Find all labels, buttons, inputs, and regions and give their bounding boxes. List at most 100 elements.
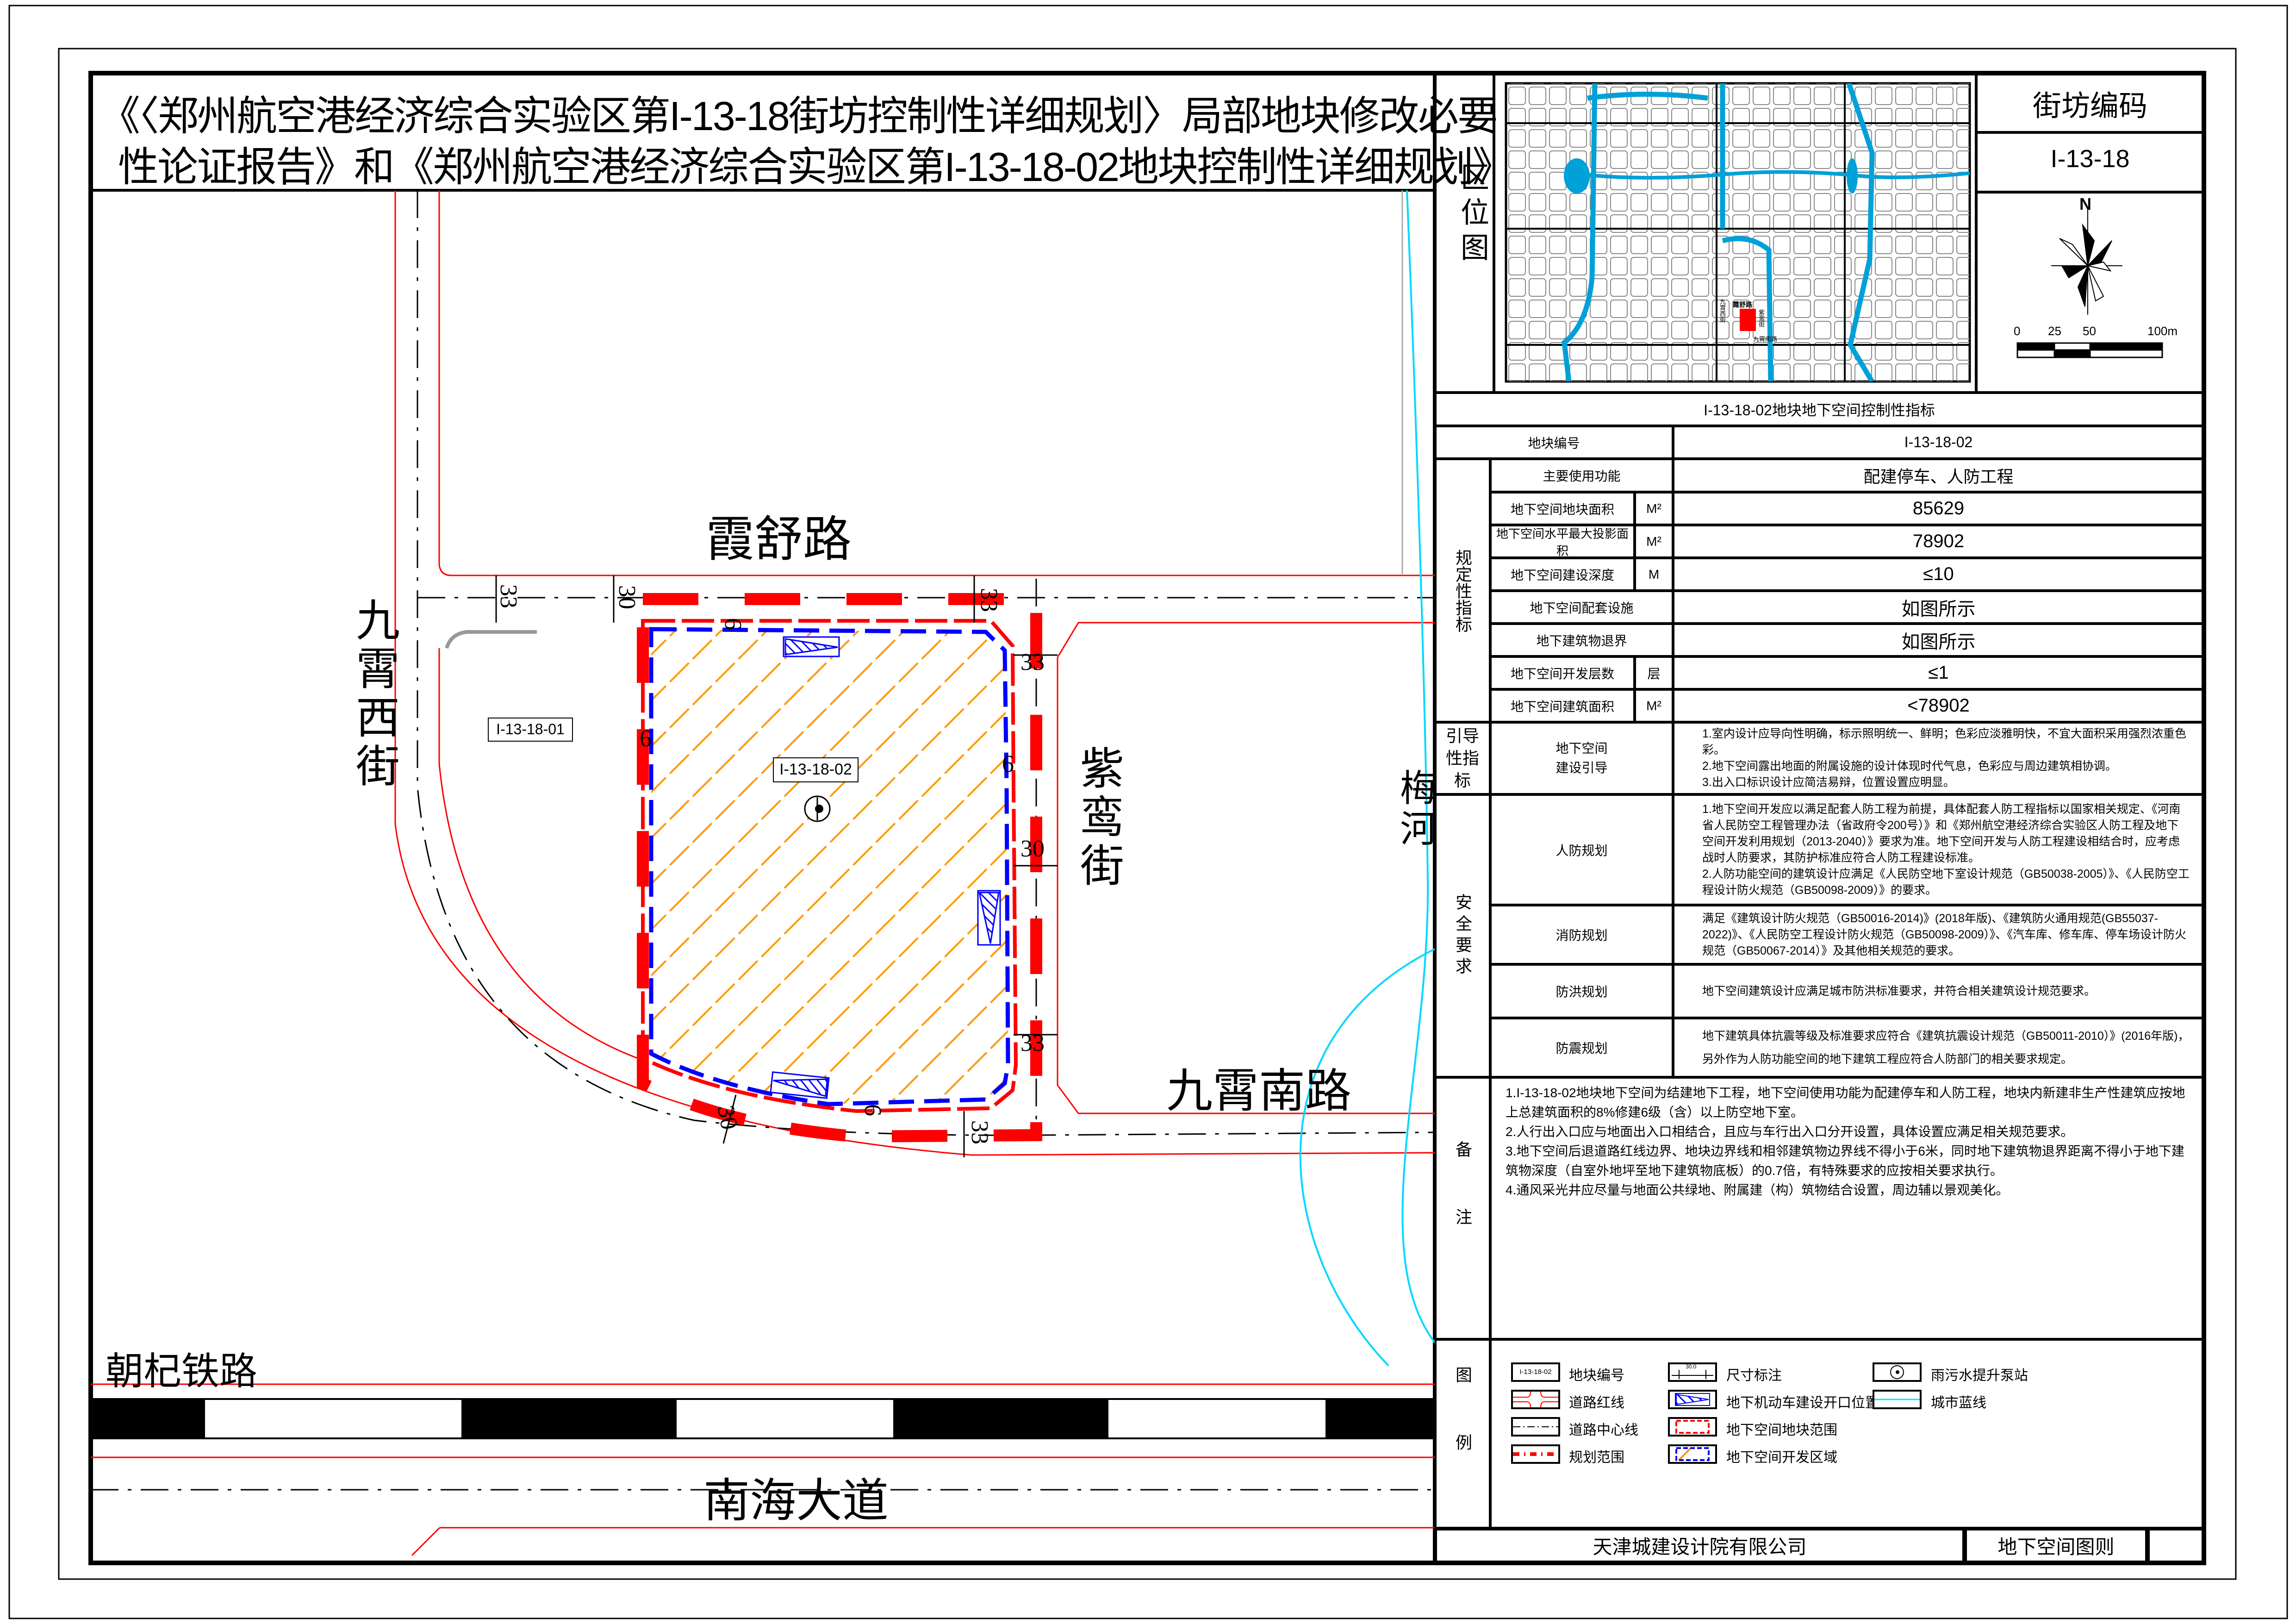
loc-road-xiashu: 霞舒路 (1733, 301, 1752, 308)
main-frame (88, 71, 2206, 1565)
scale-label: 100m (2147, 324, 2178, 338)
outer-border (8, 5, 2288, 1619)
legend-blue-line-icon (1873, 1390, 1922, 1409)
row-value-area: 85629 (1673, 492, 2204, 525)
pump-station-icon (804, 795, 831, 822)
block-code-value: I-13-18 (2050, 145, 2130, 173)
road-red-lines (91, 190, 1435, 1556)
row-value-floors: ≤1 (1673, 656, 2204, 689)
scale-label: 0 (2014, 324, 2021, 338)
safety-label-flood: 防洪规划 (1490, 964, 1673, 1018)
road-label-nanhai: 南海大道 (703, 1475, 889, 1527)
legend-red-line-icon (1511, 1390, 1560, 1409)
scale-bar (2016, 342, 2163, 358)
road-label-jiuxiao-west: 九霄西街 (349, 597, 398, 792)
legend-area (1490, 1339, 2204, 1528)
parcel-label-main: I-13-18-02 (773, 757, 859, 782)
scale-label: 50 (2083, 324, 2096, 338)
row-label-projection: 地下空间水平最大投影面积 (1490, 525, 1635, 558)
legend-plan-range-icon (1511, 1444, 1560, 1464)
block-code-label: 街坊编码 (2032, 90, 2147, 122)
dimension-label: 6 (1002, 751, 1014, 777)
dimension-label: 33 (966, 1120, 993, 1144)
dimension-label: 33 (1020, 649, 1045, 675)
safety-label-fire: 消防规划 (1490, 905, 1673, 964)
title-line-2: 性论证报告》和《郑州航空港经济综合实验区第I-13-18-02地块控制性详细规划… (118, 144, 1513, 190)
legend-dev-area-icon (1668, 1444, 1717, 1464)
legend-pump: 雨污水提升泵站 (1931, 1368, 2028, 1383)
row-label-floor-area: 地下空间建筑面积 (1490, 689, 1635, 722)
safety-label-seismic: 防震规划 (1490, 1018, 1673, 1077)
notes-label: 备注 (1435, 1077, 1490, 1339)
legend-plan-range: 规划范围 (1569, 1450, 1624, 1465)
legend-entrance-icon (1668, 1390, 1717, 1409)
scale-label: 25 (2048, 324, 2061, 338)
entrance-marker-south (770, 1071, 830, 1099)
entrance-marker-east (977, 890, 1001, 946)
dimension-label: 6 (640, 725, 652, 752)
road-label-xiashu: 霞舒路 (706, 512, 852, 567)
north-label: N (2079, 194, 2091, 213)
legend-label: 图例 (1435, 1339, 1490, 1528)
row-unit-depth: M (1635, 558, 1673, 591)
parcel-no-label: 地块编号 (1435, 426, 1673, 459)
footer-drawing-name: 地下空间图则 (1965, 1528, 2147, 1563)
dimension-label: 30 (712, 1103, 743, 1132)
legend-dimension-icon: 30.0 (1668, 1362, 1717, 1382)
row-value-projection: 78902 (1673, 525, 2204, 558)
legend-entrance: 地下机动车建设开口位置 (1726, 1395, 1879, 1411)
title-line-1: 《〈郑州航空港经济综合实验区第I-13-18街坊控制性详细规划〉局部地块修改必要 (100, 93, 1498, 139)
railway-label: 朝杞铁路 (106, 1350, 258, 1393)
row-label-setback: 地下建筑物退界 (1490, 624, 1673, 656)
location-map-label: 区位图 (1456, 162, 1488, 268)
footer-company: 天津城建设计院有限公司 (1435, 1528, 1965, 1563)
loc-road-ziluan: 紫鸾街 (1758, 309, 1765, 327)
safety-text-civil-defense: 1.地下空间开发应以满足配套人防工程为前提，具体配套人防工程指标以国家相关规定、… (1673, 794, 2204, 905)
row-label-function: 主要使用功能 (1490, 459, 1673, 492)
parcel-label-west: I-13-18-01 (488, 718, 573, 742)
guidance-group-label: 引导性指标 (1435, 722, 1490, 794)
footer-blank-cell (2147, 1528, 2204, 1563)
dimension-label: 33 (1020, 1030, 1045, 1056)
row-value-setback: 如图所示 (1673, 624, 2204, 656)
safety-text-fire: 满足《建筑设计防火规范（GB50016-2014)》(2018年版)、《建筑防火… (1673, 905, 2204, 964)
dimension-label: 33 (976, 588, 1002, 612)
legend-parcel-no: 地块编号 (1569, 1368, 1624, 1383)
river-label-meihe: 梅河 (1395, 768, 1436, 850)
safety-text-flood: 地下空间建筑设计应满足城市防洪标准要求，并符合相关建筑设计规范要求。 (1673, 964, 2204, 1018)
guidance-label: 地下空间 建设引导 (1490, 722, 1673, 794)
legend-center-line: 道路中心线 (1569, 1423, 1638, 1438)
road-label-jiuxiao-south: 九霄南路 (1166, 1065, 1351, 1117)
loc-road-jiuxiao-west: 九霄西街 (1719, 299, 1726, 323)
legend-dimension-sample: 30.0 (1686, 1363, 1697, 1370)
row-unit-area: M² (1635, 492, 1673, 525)
row-value-depth: ≤10 (1673, 558, 2204, 591)
north-arrow-icon (2051, 208, 2122, 315)
dimension-label: 30 (1020, 836, 1045, 862)
legend-red-line: 道路红线 (1569, 1395, 1624, 1411)
legend-pump-icon (1873, 1362, 1922, 1382)
notes-text: 1.I-13-18-02地块地下空间为结建地下工程，地下空间使用功能为配建停车和… (1490, 1077, 2204, 1339)
legend-center-line-icon (1511, 1417, 1560, 1437)
development-area-boundary (649, 627, 1010, 1106)
railway (90, 1398, 1436, 1439)
safety-group-label: 安全要求 (1435, 794, 1490, 1077)
row-unit-floors: 层 (1635, 656, 1673, 689)
legend-parcel-no-icon: I-13-18-02 (1511, 1362, 1560, 1382)
safety-text-seismic: 地下建筑具体抗震等级及标准要求应符合《建筑抗震设计规范（GB50011-2010… (1673, 1018, 2204, 1077)
legend-dimension: 尺寸标注 (1726, 1368, 1782, 1383)
row-label-area: 地下空间地块面积 (1490, 492, 1635, 525)
legend-underground-parcel: 地下空间地块范围 (1726, 1423, 1837, 1438)
row-unit-projection: M² (1635, 525, 1673, 558)
legend-underground-parcel-icon (1668, 1417, 1717, 1437)
indicator-table-title: I-13-18-02地块地下空间控制性指标 (1435, 393, 2204, 426)
guidance-text: 1.室内设计应导向性明确，标示照明统一、鲜明；色彩应淡雅明快，不宜大面积采用强烈… (1673, 722, 2204, 794)
development-area-hatch (651, 629, 1008, 1104)
row-label-facilities: 地下空间配套设施 (1490, 591, 1673, 624)
dimension-label: 30 (614, 585, 640, 609)
dimension-label: 6 (859, 1104, 886, 1116)
mandatory-group-label: 规定性指标 (1435, 459, 1490, 722)
row-unit-floor-area: M² (1635, 689, 1673, 722)
safety-label-civil-defense: 人防规划 (1490, 794, 1673, 905)
